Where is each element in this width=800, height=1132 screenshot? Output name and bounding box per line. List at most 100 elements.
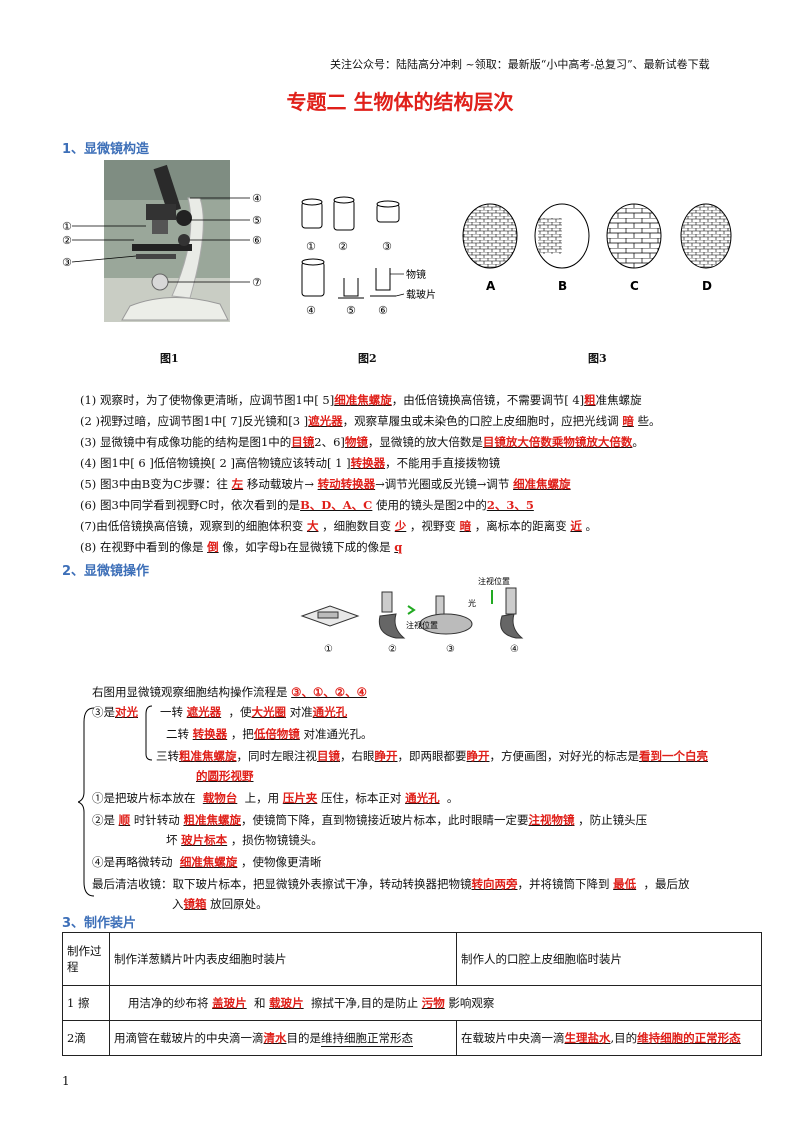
objective-label: 物镜 bbox=[406, 268, 426, 281]
op-label: ④ bbox=[510, 644, 519, 655]
step-4-fine: ④是再略微转动 细准焦螺旋 ，使物像更清晰 bbox=[92, 855, 322, 869]
answer: 目镜 bbox=[291, 435, 315, 449]
header-note: 关注公众号：陆陆高分冲刺 ~领取：最新版“小中高考-总复习”、最新试卷下载 bbox=[330, 58, 710, 71]
answer: 通光孔 bbox=[312, 705, 348, 719]
figure-caption-2: 图2 bbox=[358, 352, 377, 365]
question-4: (4) 图1中[ 6 ]低倍物镜换[ 2 ]高倍物镜应该转动[ 1 ]转换器，不… bbox=[80, 456, 501, 470]
answer: 转动转换器 bbox=[317, 477, 376, 491]
answer: 遮光器 bbox=[308, 414, 343, 428]
section-heading-slides: 3、制作装片 bbox=[62, 916, 137, 931]
fig1-label: ⑦ bbox=[252, 276, 262, 289]
fig1-label: ④ bbox=[252, 192, 262, 205]
fig3-label: B bbox=[558, 279, 567, 293]
answer: 看到一个白亮 bbox=[639, 749, 708, 763]
step-2-lower: ②是 顺 时针转动 粗准焦螺旋，使镜筒下降，直到物镜接近玻片标本，此时眼睛一定要… bbox=[92, 813, 648, 827]
op-label: ② bbox=[388, 644, 397, 655]
question-1: (1) 观察时，为了使物像更清晰，应调节图1中[ 5]细准焦螺旋，由低倍镜换高倍… bbox=[80, 393, 642, 407]
answer: 暗 bbox=[622, 414, 634, 428]
fig1-label: ③ bbox=[62, 256, 72, 269]
answer: 遮光器 bbox=[186, 705, 222, 719]
answer: 左 bbox=[231, 477, 244, 491]
answer: 玻片标本 bbox=[181, 833, 228, 847]
slide-prep-table: 制作过程 制作洋葱鳞片叶内表皮细胞时装片 制作人的口腔上皮细胞临时装片 1 擦 … bbox=[62, 932, 762, 1056]
operation-diagram: 注视位置 注视位置 光 ① ② ③ ④ bbox=[300, 576, 524, 655]
table-row: 1 擦 用洁净的纱布将 盖玻片 和 载玻片 擦拭干净,目的是防止 污物 影响观察 bbox=[62, 985, 762, 1021]
table-header-cell: 制作人的口腔上皮细胞临时装片 bbox=[456, 932, 762, 986]
fig3-label: D bbox=[702, 279, 712, 293]
step-3-turn3-cont: 的圆形视野 bbox=[196, 768, 254, 784]
answer: 污物 bbox=[421, 996, 445, 1010]
fig3-label: C bbox=[630, 279, 639, 293]
table-header-cell: 制作洋葱鳞片叶内表皮细胞时装片 bbox=[109, 932, 457, 986]
question-6: (6) 图3中同学看到视野C时，依次看到的是B、D、A、C 使用的镜头是图2中的… bbox=[80, 498, 534, 512]
table-cell: 用滴管在载玻片的中央滴一滴清水目的是维持细胞正常形态 bbox=[109, 1020, 457, 1056]
table-row: 制作过程 制作洋葱鳞片叶内表皮细胞时装片 制作人的口腔上皮细胞临时装片 bbox=[62, 932, 762, 986]
table-cell: 2滴 bbox=[62, 1020, 110, 1056]
answer: 大 bbox=[306, 519, 319, 533]
answer: 物镜 bbox=[344, 435, 368, 449]
answer: 转换器 bbox=[192, 727, 228, 741]
answer: 注视物镜 bbox=[528, 813, 575, 827]
operation-flow: 右图用显微镜观察细胞结构操作流程是 ③、①、②、④ bbox=[92, 685, 367, 699]
answer: 近 bbox=[570, 519, 582, 533]
eye-position-label: 注视位置 bbox=[406, 620, 438, 630]
answer: 粗准焦螺旋 bbox=[179, 749, 237, 763]
step-3-turn3: 三转粗准焦螺旋，同时左眼注视目镜，右眼睁开，即两眼都要睁开，方便画图，对好光的标… bbox=[156, 749, 708, 763]
answer: 维持细胞的正常形态 bbox=[637, 1031, 741, 1045]
bracket-line bbox=[78, 707, 95, 897]
answer: 大光圈 bbox=[251, 705, 286, 719]
table-cell: 在载玻片中央滴一滴生理盐水,目的维持细胞的正常形态 bbox=[456, 1020, 762, 1056]
answer: 低倍物镜 bbox=[253, 727, 300, 741]
fig2-label: ② bbox=[338, 240, 348, 253]
answer: 盖玻片 bbox=[212, 996, 247, 1010]
fig1-label: ② bbox=[62, 234, 72, 247]
field-of-view-diagram: A B C D bbox=[462, 203, 732, 293]
answer: 睁开 bbox=[466, 749, 490, 763]
answer: 转换器 bbox=[350, 456, 386, 470]
answer: 粗准焦螺旋 bbox=[183, 813, 241, 827]
fig2-label: ③ bbox=[382, 240, 392, 253]
answer: 少 bbox=[394, 519, 407, 533]
slide-label: 载玻片 bbox=[406, 288, 436, 301]
fig1-label: ⑥ bbox=[252, 234, 262, 247]
step-3-turn2: 二转 转换器 ，把低倍物镜 对准通光孔。 bbox=[166, 727, 373, 741]
table-header-cell: 制作过程 bbox=[62, 932, 110, 986]
answer: 的圆形视野 bbox=[196, 769, 254, 783]
answer: 倒 bbox=[207, 540, 219, 554]
answer: ③、①、②、④ bbox=[291, 685, 367, 699]
fig1-label: ① bbox=[62, 220, 72, 233]
question-5: (5) 图3中由B变为C步骤：往 左 移动载玻片→ 转动转换器→调节光圈或反光镜… bbox=[80, 477, 571, 491]
question-3: (3) 显微镜中有成像功能的结构是图1中的目镜2、6]物镜，显微镜的放大倍数是目… bbox=[80, 435, 644, 449]
op-label: ③ bbox=[446, 644, 455, 655]
table-cell: 用洁净的纱布将 盖玻片 和 载玻片 擦拭干净,目的是防止 污物 影响观察 bbox=[109, 985, 762, 1021]
answer: 目镜 bbox=[317, 749, 340, 763]
question-2: (2 )视野过暗，应调节图1中[ 7]反光镜和[3 ]遮光器，观察草履虫或未染色… bbox=[80, 414, 661, 428]
answer: 转向两旁 bbox=[471, 877, 518, 891]
lens-diagram: ① ② ③ ④ ⑤ ⑥ 物镜 载玻片 bbox=[301, 196, 436, 317]
answer: q bbox=[394, 540, 403, 554]
table-cell: 1 擦 bbox=[62, 985, 110, 1021]
figure-caption-3: 图3 bbox=[588, 352, 607, 365]
step-2-cont: 坏 玻片标本 ，损伤物镜镜头。 bbox=[166, 833, 323, 847]
section-heading-operation: 2、显微镜操作 bbox=[62, 564, 150, 579]
page-title: 专题二 生物体的结构层次 bbox=[286, 90, 514, 114]
answer: 压片夹 bbox=[282, 791, 318, 805]
page-number: 1 bbox=[62, 1074, 70, 1088]
answer: 对光 bbox=[115, 705, 138, 719]
answer: 载玻片 bbox=[269, 996, 304, 1010]
light-label: 光 bbox=[468, 598, 476, 608]
answer: 载物台 bbox=[202, 791, 238, 805]
answer: 镜箱 bbox=[183, 897, 207, 911]
microscope-photo: ① ② ③ ④ ⑤ ⑥ ⑦ bbox=[62, 160, 262, 322]
answer: 细准焦螺旋 bbox=[179, 855, 238, 869]
section-heading-structure: 1、显微镜构造 bbox=[62, 142, 150, 157]
answer: 暗 bbox=[459, 519, 472, 533]
answer: 2、3、5 bbox=[486, 498, 534, 512]
table-row: 2滴 用滴管在载玻片的中央滴一滴清水目的是维持细胞正常形态 在载玻片中央滴一滴生… bbox=[62, 1020, 762, 1056]
fig1-label: ⑤ bbox=[252, 214, 262, 227]
fig2-label: ⑤ bbox=[346, 304, 356, 317]
answer: 通光孔 bbox=[405, 791, 440, 805]
step-1-place: ①是把玻片标本放在 载物台 上，用 压片夹 压住，标本正对 通光孔 。 bbox=[92, 791, 459, 805]
answer: 睁开 bbox=[374, 749, 398, 763]
figure-caption-1: 图1 bbox=[160, 352, 179, 365]
